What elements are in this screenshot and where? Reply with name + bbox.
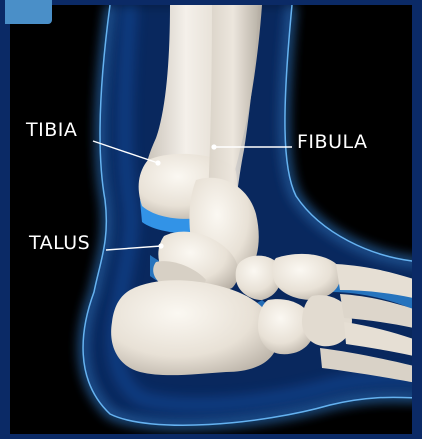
talus-leader-dot	[158, 243, 163, 248]
tibia-leader-dot	[155, 160, 160, 165]
talus-leader-line	[106, 246, 161, 250]
tibia-leader-line	[93, 141, 158, 163]
fibula-leader-dot	[211, 144, 216, 149]
